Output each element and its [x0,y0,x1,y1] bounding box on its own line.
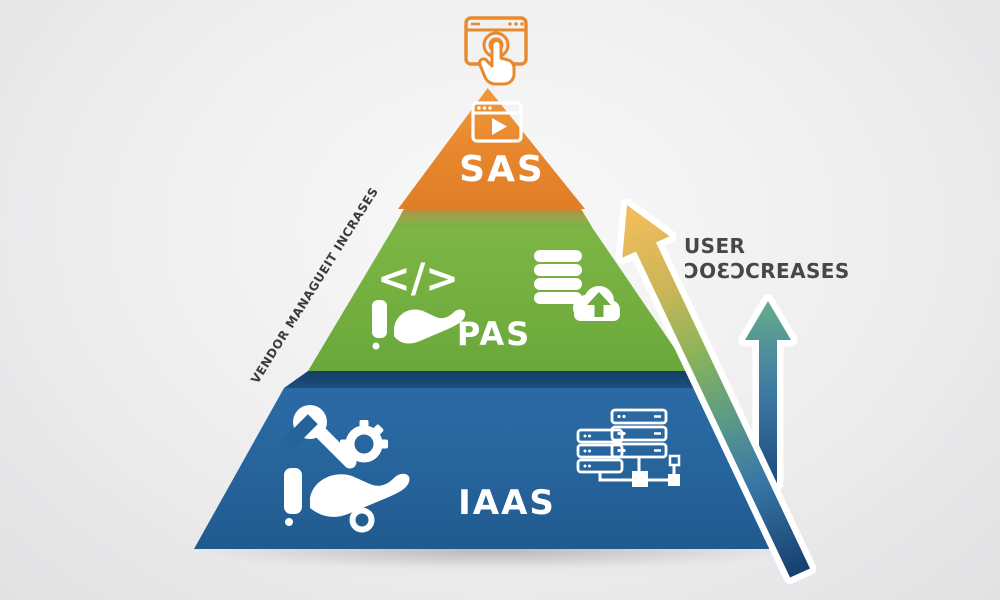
server-network-icon [576,408,681,487]
diagonal-up-arrow [615,198,817,584]
tier-divider-navy [284,371,706,388]
user-control-label: USER ƆOƐϽCREASES [684,234,850,284]
browser-tap-cursor-icon [464,16,528,86]
gear-icon [340,420,388,464]
user-label-line2: ƆOƐϽCREASES [684,259,850,283]
user-label-line1: USER [684,234,746,258]
tier-label-paas: PAS [456,315,532,353]
tier-label-saas: SAS [459,149,545,190]
wrench-gear-hand-icon [282,405,410,533]
database-cloud-upload-icon [534,250,620,321]
code-glyph: </> [377,256,459,302]
code-hand-icon: </> [372,256,466,350]
tier-label-iaas: IAAS [458,483,556,523]
tier-divider-orange-green [394,209,592,227]
browser-play-icon [471,101,523,143]
